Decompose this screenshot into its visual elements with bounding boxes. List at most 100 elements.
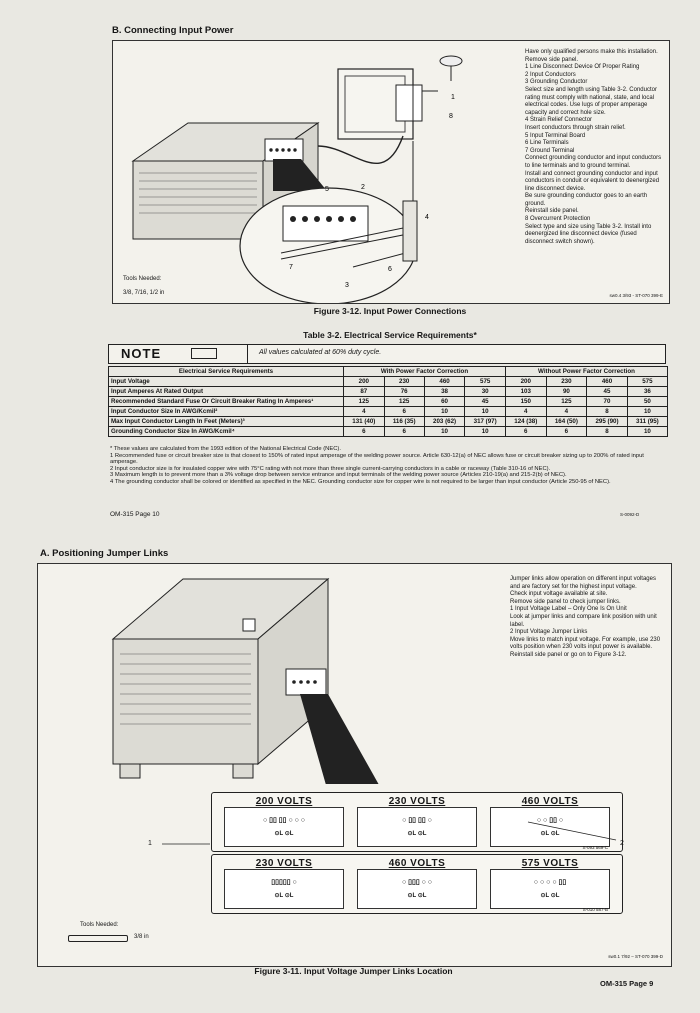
note-line: Reinstall side panel or go on to Figure … (510, 651, 627, 658)
note-line: Have only qualified persons make this in… (525, 49, 658, 55)
line-terminals-row: ⊙L ⊙L (274, 893, 294, 899)
table-cell: 103 (504, 386, 547, 397)
table-cell: 6 (545, 426, 588, 437)
table-cell: 10 (626, 426, 669, 437)
table-row-label: Input Amperes At Rated Output (108, 386, 344, 397)
table-row: Input Voltage 200 230 460 575 200 230 46… (108, 376, 669, 387)
figure-3-11-box: Jumper links allow operation on differen… (37, 563, 672, 967)
table-footnotes: * These values are calculated from the 1… (110, 446, 670, 486)
note-line: Move links to match input voltage. For e… (510, 636, 661, 651)
table-cell: 125 (343, 396, 385, 407)
note-line: Be sure grounding conductor goes to an e… (525, 193, 648, 207)
voltage-label-title: 230 VOLTS (255, 858, 313, 869)
line-terminals-row: ⊙L ⊙L (407, 831, 427, 837)
table-cell: 60 (423, 396, 466, 407)
note-divider (247, 345, 248, 363)
table-row-label: Input Conductor Size In AWG/Kcmil² (108, 406, 344, 417)
line-terminals-row: ⊙L ⊙L (407, 893, 427, 899)
note-line: 1 Input Voltage Label – Only One Is On U… (510, 606, 627, 613)
note-hand-icon (191, 348, 217, 359)
tools-needed-label: Tools Needed: (80, 922, 119, 928)
svg-text:3: 3 (345, 282, 349, 289)
table-cell: 90 (545, 386, 588, 397)
note-line: Insert conductors through strain relief. (525, 124, 626, 131)
svg-text:8: 8 (449, 113, 453, 120)
table-row: Recommended Standard Fuse Or Circuit Bre… (108, 396, 669, 407)
callout-2: 2 (620, 840, 624, 847)
svg-text:6: 6 (388, 266, 392, 273)
table-cell: 150 (504, 396, 547, 407)
note-line: 8 Overcurrent Protection (525, 216, 591, 223)
table-cell: 295 (90) (586, 416, 628, 427)
table-cell: 10 (464, 406, 506, 417)
voltage-label-panel: 460 VOLTS ○ ○ ▯▯ ○ ⊙L ⊙L (490, 796, 610, 847)
note-line: Check input voltage available at site. (510, 591, 608, 598)
note-line: Remove side panel to check jumper links. (510, 598, 621, 605)
table-cell: 131 (40) (343, 416, 385, 427)
table-cell: 230 (545, 376, 588, 387)
input-power-illustration: 1 8 5 2 4 7 6 3 (131, 55, 463, 303)
callout-1: 1 (148, 840, 152, 847)
section-b-heading: B. Connecting Input Power (112, 25, 234, 36)
table-cell: 116 (35) (383, 416, 425, 427)
table-cell: 10 (464, 426, 506, 437)
note-line: Connect grounding conductor and input co… (525, 155, 662, 169)
figure-3-12-caption: Figure 3-12. Input Power Connections (313, 306, 467, 316)
table-cell: 4 (545, 406, 588, 417)
jumper-links-row: ○ ▯▯▯ ○ ○ (401, 879, 433, 886)
voltage-label-title: 575 VOLTS (521, 858, 579, 869)
table-header-row: Electrical Service Requirements With Pow… (108, 366, 669, 377)
figure-3-11-caption: Figure 3-11. Input Voltage Jumper Links … (254, 966, 453, 976)
tools-sizes: 3/8, 7/16, 1/2 in (123, 290, 165, 296)
table-row: Grounding Conductor Size In AWG/Kcmil⁴ 6… (108, 426, 669, 437)
table-cell: 36 (626, 386, 669, 397)
voltage-label-set-1: 200 VOLTS ○ ▯▯ ▯▯ ○ ○ ○ ⊙L ⊙L 230 VOLTS … (211, 792, 623, 852)
table-cell: 10 (423, 406, 466, 417)
table-cell: 10 (423, 426, 466, 437)
table-cell: 6 (383, 406, 425, 417)
note-line: 1 Line Disconnect Device Of Proper Ratin… (525, 64, 640, 71)
note-line: 2 Input Voltage Jumper Links (510, 629, 588, 636)
table-cell: 50 (626, 396, 669, 407)
footnote: 3 Maximum length is to prevent more than… (110, 472, 567, 479)
table-code: S-0092-D (620, 512, 640, 517)
label-code: S-093 569-C (582, 845, 608, 850)
table-cell: 203 (62) (423, 416, 466, 427)
svg-text:4: 4 (425, 214, 429, 221)
voltage-label-panel: 230 VOLTS ○ ▯▯ ▯▯ ○ ⊙L ⊙L (357, 796, 477, 847)
table-cell: 230 (383, 376, 425, 387)
voltage-label-panel: 460 VOLTS ○ ▯▯▯ ○ ○ ⊙L ⊙L (357, 858, 477, 909)
jumper-links-row: ○ ○ ○ ○ ▯▯ (533, 879, 567, 886)
voltage-label-title: 460 VOLTS (521, 796, 579, 807)
table-cell: 45 (464, 396, 506, 407)
note-line: 2 Input Conductors (525, 71, 576, 78)
tools-needed-label: Tools Needed: (123, 276, 162, 282)
page-number-9: OM-315 Page 9 (600, 979, 654, 988)
line-terminals-row: ⊙L ⊙L (540, 831, 560, 837)
voltage-label-title: 200 VOLTS (255, 796, 313, 807)
table-cell: 8 (586, 426, 628, 437)
table-cell: 575 (626, 376, 669, 387)
note-line: 3 Grounding Conductor (525, 79, 588, 86)
table-row: Input Conductor Size In AWG/Kcmil² 4 6 1… (108, 406, 669, 417)
note-line: Remove side panel. (525, 56, 579, 63)
voltage-label-panel: 200 VOLTS ○ ▯▯ ▯▯ ○ ○ ○ ⊙L ⊙L (224, 796, 344, 847)
table-group-header: With Power Factor Correction (343, 366, 506, 377)
note-line: Jumper links allow operation on differen… (510, 576, 656, 590)
table-cell: 4 (343, 406, 385, 417)
svg-text:7: 7 (289, 264, 293, 271)
footnote: * These values are calculated from the 1… (110, 446, 341, 452)
voltage-label-set-2: 230 VOLTS ▯▯▯▯▯ ○ ⊙L ⊙L 460 VOLTS ○ ▯▯▯ … (211, 854, 623, 914)
table-cell: 8 (586, 406, 628, 417)
svg-text:1: 1 (451, 94, 455, 101)
note-line: 4 Strain Relief Connector (525, 117, 593, 124)
jumper-links-row: ○ ▯▯ ▯▯ ○ ○ ○ (262, 817, 306, 824)
table-cell: 4 (504, 406, 547, 417)
note-line: Reinstall side panel. (525, 208, 579, 215)
table-cell: 200 (343, 376, 385, 387)
table-cell: 6 (343, 426, 385, 437)
svg-text:2: 2 (361, 184, 365, 191)
wrench-icon (68, 935, 128, 942)
table-cell: 125 (545, 396, 588, 407)
table-cell: 10 (626, 406, 669, 417)
